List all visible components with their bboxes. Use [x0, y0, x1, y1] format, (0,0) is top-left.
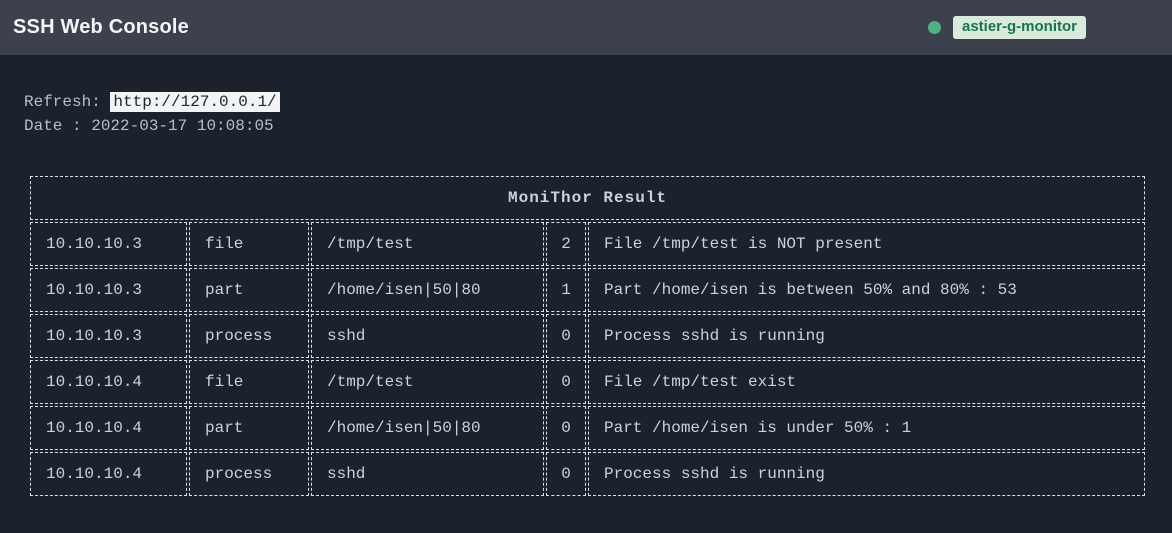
- cell-target: /tmp/test: [311, 360, 544, 404]
- cell-code: 0: [546, 406, 586, 450]
- date-line: Date : 2022-03-17 10:08:05: [24, 114, 1172, 138]
- cell-check: file: [189, 360, 309, 404]
- cell-message: File /tmp/test exist: [588, 360, 1146, 404]
- refresh-line: Refresh: http://127.0.0.1/: [24, 90, 1172, 114]
- table-title-row: MoniThor Result: [30, 176, 1146, 220]
- cell-message: Process sshd is running: [588, 452, 1146, 496]
- date-label: Date :: [24, 117, 92, 135]
- cell-code: 2: [546, 222, 586, 266]
- cell-message: Part /home/isen is under 50% : 1: [588, 406, 1146, 450]
- cell-ip: 10.10.10.4: [30, 406, 187, 450]
- table-title: MoniThor Result: [30, 176, 1146, 220]
- console-body: Refresh: http://127.0.0.1/ Date : 2022-0…: [0, 90, 1172, 498]
- cell-target: /home/isen|50|80: [311, 406, 544, 450]
- cell-check: process: [189, 314, 309, 358]
- cell-ip: 10.10.10.4: [30, 360, 187, 404]
- cell-ip: 10.10.10.3: [30, 268, 187, 312]
- cell-message: Part /home/isen is between 50% and 80% :…: [588, 268, 1146, 312]
- page-title: SSH Web Console: [13, 16, 189, 38]
- cell-target: sshd: [311, 452, 544, 496]
- top-bar: SSH Web Console astier-g-monitor: [0, 0, 1172, 55]
- cell-ip: 10.10.10.4: [30, 452, 187, 496]
- cell-code: 0: [546, 452, 586, 496]
- cell-code: 0: [546, 360, 586, 404]
- cell-target: /tmp/test: [311, 222, 544, 266]
- cell-check: process: [189, 452, 309, 496]
- hostname-badge: astier-g-monitor: [952, 15, 1086, 40]
- refresh-url-link[interactable]: http://127.0.0.1/: [110, 92, 280, 112]
- cell-check: part: [189, 406, 309, 450]
- status-dot-icon: [927, 21, 941, 34]
- cell-ip: 10.10.10.3: [30, 314, 187, 358]
- date-value: 2022-03-17 10:08:05: [91, 117, 274, 135]
- cell-code: 1: [546, 268, 586, 312]
- cell-target: sshd: [311, 314, 544, 358]
- cell-code: 0: [546, 314, 586, 358]
- table-head: MoniThor Result: [30, 176, 1146, 220]
- cell-target: /home/isen|50|80: [311, 268, 544, 312]
- status-area: astier-g-monitor: [927, 15, 1086, 40]
- cell-check: file: [189, 222, 309, 266]
- cell-message: File /tmp/test is NOT present: [588, 222, 1146, 266]
- cell-ip: 10.10.10.3: [30, 222, 187, 266]
- info-block: Refresh: http://127.0.0.1/ Date : 2022-0…: [24, 90, 1172, 138]
- cell-check: part: [189, 268, 309, 312]
- cell-message: Process sshd is running: [588, 314, 1146, 358]
- refresh-label: Refresh:: [24, 93, 111, 111]
